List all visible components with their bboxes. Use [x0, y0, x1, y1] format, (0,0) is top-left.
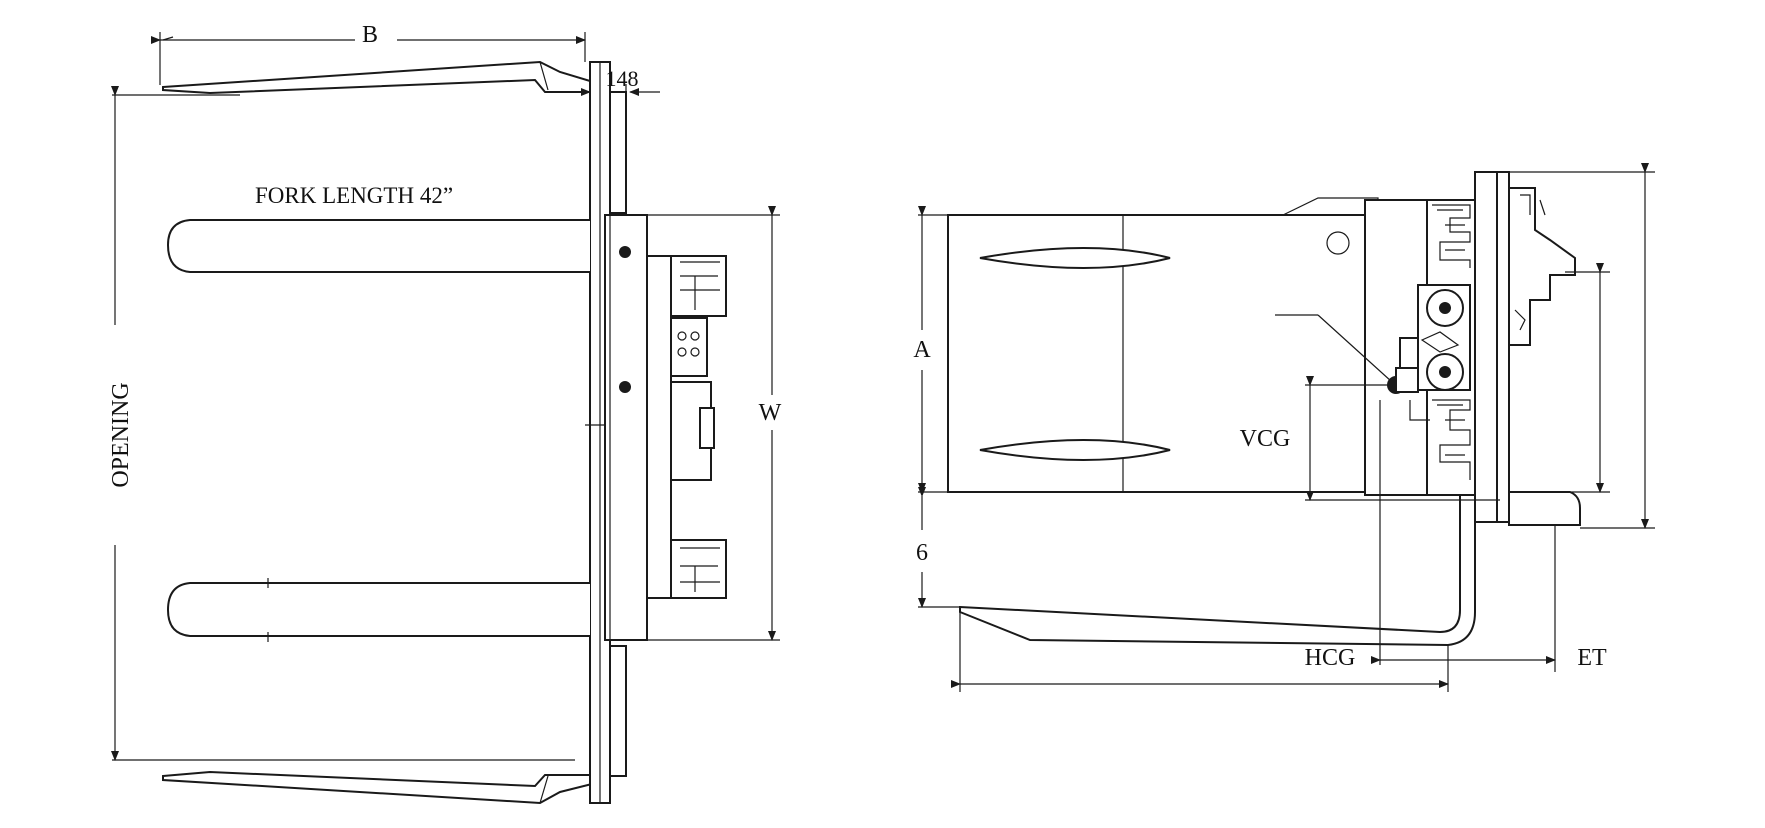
- clamp-pad: [947, 197, 1379, 493]
- upper-clamp-arm: [162, 60, 601, 95]
- carriage-plate: [604, 214, 648, 641]
- lower-fork-tine: [166, 578, 590, 642]
- dimension-hcg: HCG: [1305, 400, 1448, 671]
- label-b: B: [362, 22, 378, 48]
- label-a: A: [913, 337, 931, 363]
- dimension-a: A: [913, 206, 948, 493]
- label-vcg: VCG: [1240, 426, 1291, 452]
- dimension-b: B: [151, 22, 586, 85]
- label-opening: OPENING: [108, 382, 134, 487]
- side-mechanism: [1409, 204, 1471, 480]
- rotator-assembly: [646, 255, 727, 599]
- label-fork-length: FORK LENGTH 42”: [255, 183, 453, 208]
- side-fork: [959, 491, 1476, 647]
- plan-view: B 148 FORK LENGTH 42” OPENING W: [108, 22, 782, 805]
- label-hcg: HCG: [1305, 645, 1356, 671]
- label-w: W: [759, 400, 782, 426]
- dimension-vcg: VCG: [1240, 376, 1500, 501]
- label-et: ET: [1577, 645, 1607, 671]
- dimension-6: 6: [916, 487, 960, 608]
- upper-fork-tine: [166, 219, 590, 273]
- dimension-right-heights: [1509, 163, 1655, 529]
- dimension-fork-overall: [951, 610, 1449, 692]
- side-view: A 6 VCG HCG: [913, 163, 1655, 692]
- side-hitch: [1508, 187, 1581, 526]
- vcg-leader: [1275, 314, 1419, 394]
- lower-clamp-arm: [162, 770, 601, 805]
- label-6: 6: [916, 540, 928, 566]
- dimension-et: ET: [1448, 525, 1607, 672]
- dimension-opening: OPENING: [108, 86, 575, 761]
- dimension-148: 148: [550, 66, 660, 215]
- dimension-w: W: [647, 206, 782, 641]
- label-148: 148: [606, 66, 639, 91]
